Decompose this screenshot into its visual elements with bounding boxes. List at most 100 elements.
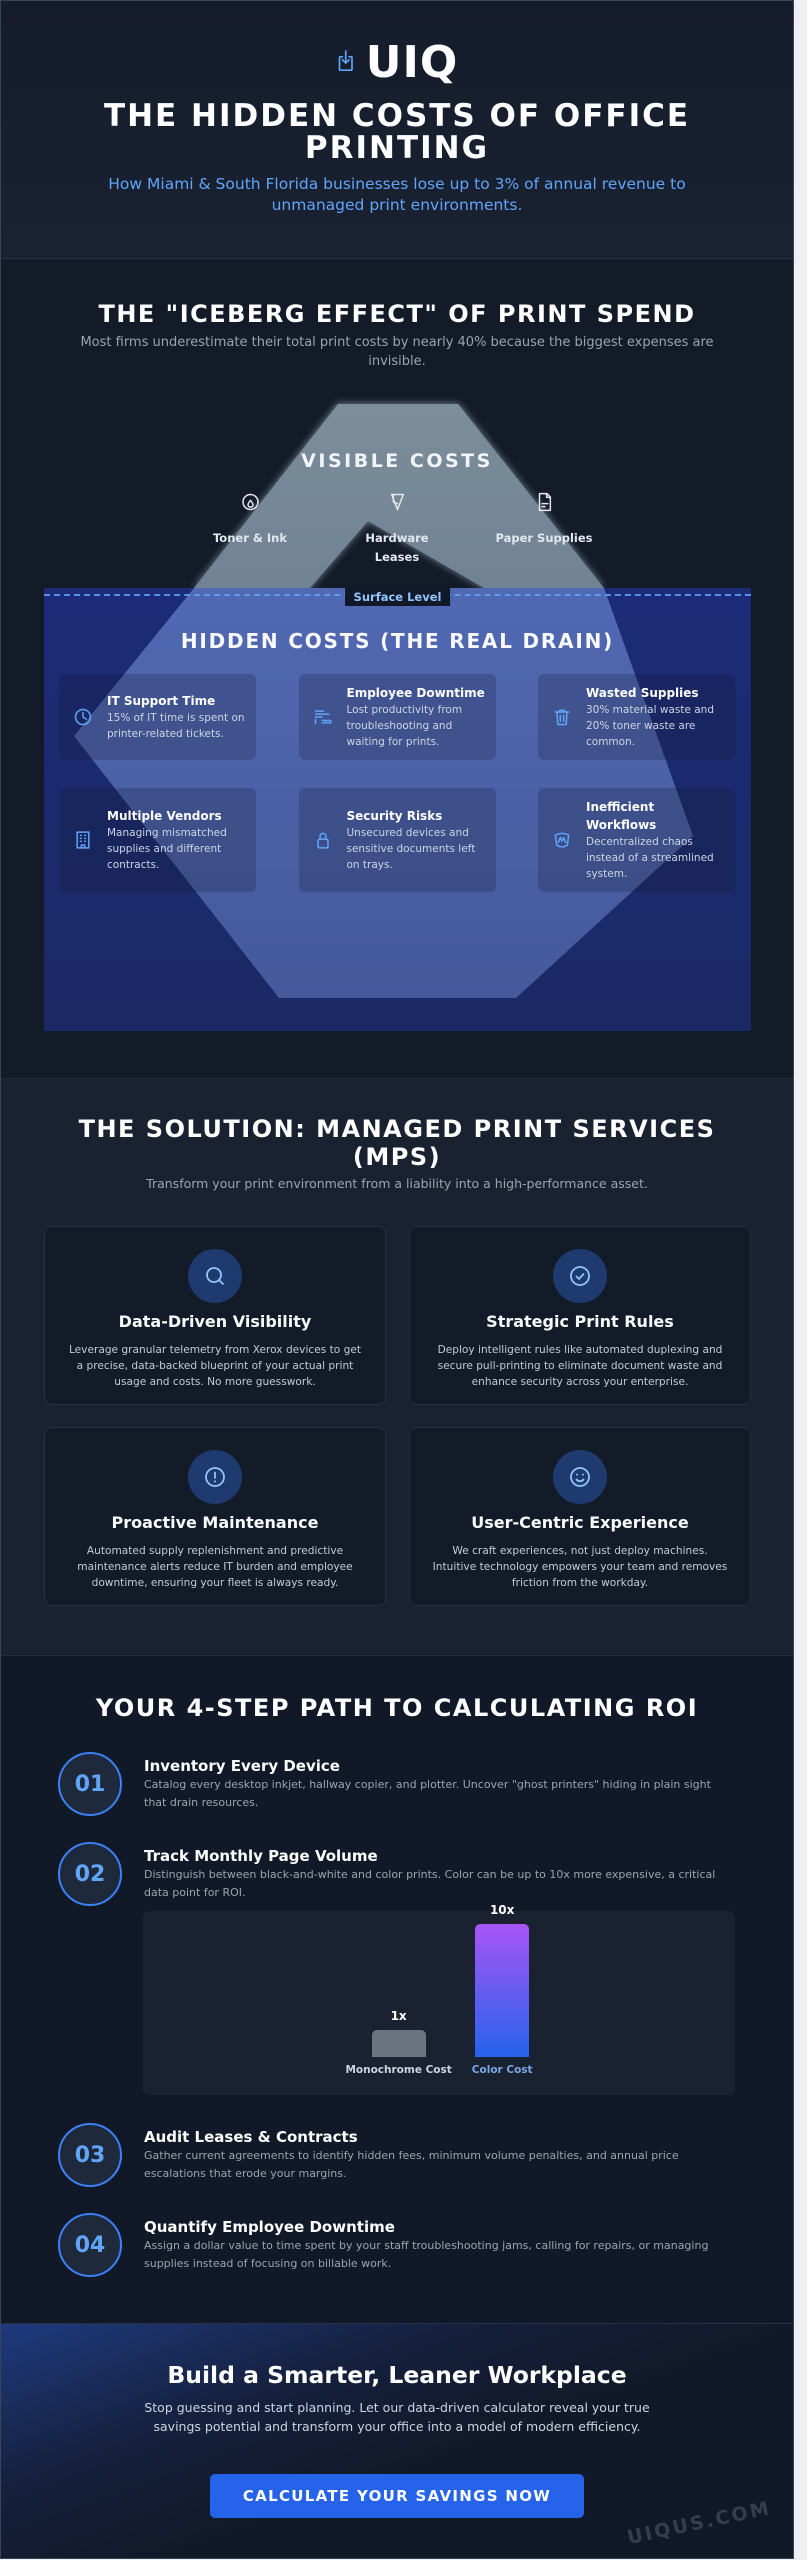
card-desc: 15% of IT time is spent on printer-relat… (107, 712, 245, 740)
roi-step-3: 03 Audit Leases & Contracts Gather curre… (58, 2123, 734, 2187)
solution-card-data-visibility: Data-Driven Visibility Leverage granular… (44, 1226, 386, 1405)
brand-name: UIQ (365, 37, 459, 88)
solution-card-user-experience: User-Centric Experience We craft experie… (409, 1427, 751, 1606)
solution-card-desc: Deploy intelligent rules like automated … (437, 1344, 723, 1388)
iceberg-subtitle: Most firms underestimate their total pri… (80, 335, 714, 369)
solution-card-proactive-maintenance: Proactive Maintenance Automated supply r… (44, 1427, 386, 1606)
visible-cost-label: Paper Supplies (495, 531, 593, 545)
solution-card-desc: Leverage granular telemetry from Xerox d… (68, 1344, 362, 1388)
card-text: Employee Downtime Lost productivity from… (347, 684, 488, 750)
bar-monochrome-fill (371, 2030, 426, 2057)
card-title: Multiple Vendors (107, 809, 222, 823)
lock-icon (313, 830, 333, 850)
step-title: Audit Leases & Contracts (144, 2128, 358, 2146)
hidden-costs-heading: HIDDEN COSTS (THE REAL DRAIN) (180, 629, 615, 653)
step-title: Track Monthly Page Volume (144, 1847, 378, 1865)
step-text: Track Monthly Page Volume Distinguish be… (144, 1842, 734, 1906)
card-desc: Lost productivity from troubleshooting a… (346, 704, 463, 748)
underwater-panel: Surface Level HIDDEN COSTS (THE REAL DRA… (44, 588, 751, 1031)
trash-icon (552, 707, 572, 727)
hidden-cost-card-it-support: IT Support Time 15% of IT time is spent … (59, 674, 256, 760)
step-text: Quantify Employee Downtime Assign a doll… (144, 2213, 734, 2277)
page-subtitle: How Miami & South Florida businesses los… (108, 175, 686, 214)
step-desc: Catalog every desktop inkjet, hallway co… (144, 1778, 711, 1809)
card-title: Employee Downtime (346, 686, 485, 700)
hidden-cost-card-multiple-vendors: Multiple Vendors Managing mismatched sup… (59, 788, 256, 892)
step-number-badge: 02 (58, 1842, 122, 1906)
step-desc: Gather current agreements to identify hi… (144, 2149, 679, 2180)
hidden-cost-card-wasted-supplies: Wasted Supplies 30% material waste and 2… (538, 674, 735, 760)
calculate-savings-button[interactable]: CALCULATE YOUR SAVINGS NOW (210, 2474, 584, 2518)
bar-category-label: Color Cost (471, 2064, 533, 2076)
card-desc: 30% material waste and 20% toner waste a… (586, 704, 714, 748)
logo: UIQ (336, 39, 459, 87)
solution-card-title: Strategic Print Rules (486, 1312, 674, 1331)
visible-costs-list: Toner & Ink Hardware Leases (198, 491, 597, 567)
bar-monochrome: 1x Monochrome Cost (345, 2009, 451, 2077)
watermark: UIQUS.COM (625, 2497, 774, 2549)
hidden-costs-grid: IT Support Time 15% of IT time is spent … (59, 674, 735, 892)
bar-category-label: Monochrome Cost (345, 2064, 452, 2076)
clock-icon (73, 707, 93, 727)
roi-title: YOUR 4-STEP PATH TO CALCULATING ROI (95, 1694, 699, 1722)
solution-subtitle: Transform your print environment from a … (146, 1176, 648, 1191)
download-tray-icon (336, 49, 356, 77)
bar-value-label: 1x (390, 2009, 407, 2023)
roi-section: YOUR 4-STEP PATH TO CALCULATING ROI 01 I… (1, 1656, 793, 2324)
iceberg-tip-shape (194, 404, 604, 588)
building-icon (73, 830, 93, 850)
hero-section: UIQ THE HIDDEN COSTS OF OFFICE PRINTING … (1, 1, 793, 259)
solution-card-title: User-Centric Experience (471, 1513, 689, 1532)
cta-description: Stop guessing and start planning. Let ou… (144, 2400, 650, 2434)
step-number-badge: 04 (58, 2213, 122, 2277)
step-number-badge: 03 (58, 2123, 122, 2187)
solution-card-title: Data-Driven Visibility (118, 1312, 312, 1331)
step-desc: Distinguish between black-and-white and … (144, 1868, 716, 1899)
visible-cost-hardware: Hardware Leases (345, 491, 450, 567)
solution-card-print-rules: Strategic Print Rules Deploy intelligent… (409, 1226, 751, 1405)
hidden-cost-card-security-risks: Security Risks Unsecured devices and sen… (298, 788, 496, 892)
iceberg-title: THE "ICEBERG EFFECT" OF PRINT SPEND (98, 300, 696, 328)
iceberg-underwater-shape (74, 588, 693, 998)
step-text: Inventory Every Device Catalog every des… (144, 1752, 734, 1816)
search-icon (188, 1249, 242, 1303)
solution-card-title: Proactive Maintenance (111, 1513, 319, 1532)
roi-step-2: 02 Track Monthly Page Volume Distinguish… (58, 1842, 734, 1906)
card-title: Security Risks (346, 809, 443, 823)
card-desc: Unsecured devices and sensitive document… (346, 827, 476, 871)
card-title: IT Support Time (107, 694, 216, 708)
bar-color: 10x Color Cost (472, 1903, 533, 2077)
step-text: Audit Leases & Contracts Gather current … (144, 2123, 734, 2187)
page-title: THE HIDDEN COSTS OF OFFICE PRINTING (103, 98, 691, 166)
card-text: IT Support Time 15% of IT time is spent … (107, 692, 248, 742)
cta-title: Build a Smarter, Leaner Workplace (167, 2361, 627, 2389)
card-text: Wasted Supplies 30% material waste and 2… (586, 684, 727, 750)
card-title: Wasted Supplies (586, 686, 699, 700)
step-title: Quantify Employee Downtime (144, 2218, 395, 2236)
alert-circle-icon (188, 1450, 242, 1504)
solution-section: THE SOLUTION: MANAGED PRINT SERVICES (MP… (1, 1079, 793, 1656)
hidden-cost-card-employee-downtime: Employee Downtime Lost productivity from… (298, 674, 496, 760)
card-desc: Decentralized chaos instead of a streaml… (586, 836, 714, 880)
visible-cost-label: Hardware Leases (365, 531, 429, 564)
iceberg-section: THE "ICEBERG EFFECT" OF PRINT SPEND Most… (1, 259, 793, 1079)
card-desc: Managing mismatched supplies and differe… (107, 827, 227, 871)
solution-cards: Data-Driven Visibility Leverage granular… (44, 1226, 751, 1606)
bar-color-fill (475, 1924, 530, 2057)
visible-cost-toner: Toner & Ink (198, 491, 303, 567)
cost-comparison-chart: 1x Monochrome Cost 10x Color Cost (143, 1903, 735, 2095)
solution-card-desc: We craft experiences, not just deploy ma… (432, 1545, 728, 1589)
visible-costs-heading: VISIBLE COSTS (301, 450, 493, 472)
visible-cost-paper: Paper Supplies (492, 491, 597, 567)
cta-section: Build a Smarter, Leaner Workplace Stop g… (1, 2324, 793, 2557)
toner-drop-icon (240, 491, 260, 517)
card-text: Multiple Vendors Managing mismatched sup… (107, 807, 248, 873)
paper-document-icon (534, 491, 554, 517)
hidden-cost-card-inefficient-workflows: Inefficient Workflows Decentralized chao… (538, 788, 735, 892)
step-desc: Assign a dollar value to time spent by y… (144, 2239, 709, 2270)
step-number-badge: 01 (58, 1752, 122, 1816)
roi-step-1: 01 Inventory Every Device Catalog every … (58, 1752, 734, 1816)
solution-title: THE SOLUTION: MANAGED PRINT SERVICES (MP… (78, 1115, 716, 1171)
smile-icon (553, 1450, 607, 1504)
